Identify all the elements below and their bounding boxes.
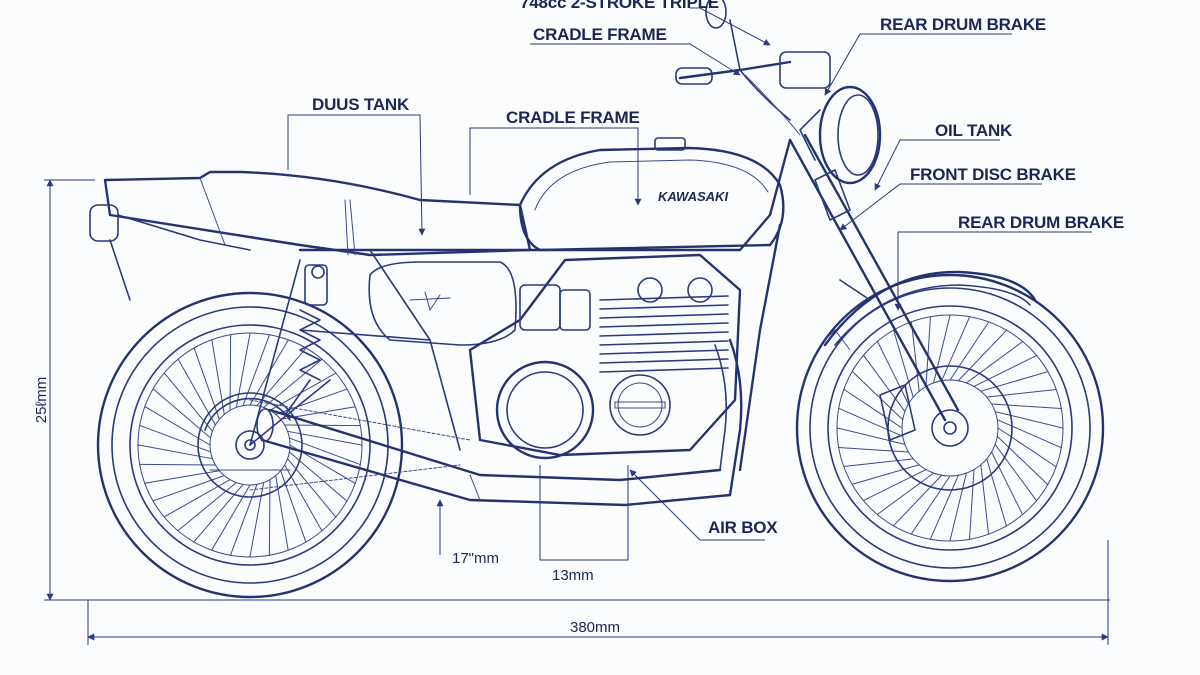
spoke — [139, 463, 216, 466]
spoke — [876, 340, 909, 405]
spoke — [843, 458, 914, 468]
callout-labels: 748cc 2-STROKE TRIPLE CRADLE FRAME REAR … — [312, 0, 1124, 537]
spoke — [949, 321, 990, 381]
spoke — [843, 388, 903, 429]
spoke — [193, 347, 220, 420]
spoke — [263, 358, 323, 408]
engine — [468, 253, 742, 460]
rear-shock — [284, 264, 328, 416]
frame — [249, 138, 792, 472]
spoke — [991, 403, 1062, 409]
dim-overall-length: 380mm — [570, 619, 620, 636]
label-cradle-frame-mid: CRADLE FRAME — [506, 108, 640, 127]
spoke — [994, 443, 1037, 502]
spoke — [137, 444, 213, 460]
spoke — [862, 469, 927, 502]
spoke — [163, 372, 213, 432]
cooling-fin — [599, 313, 729, 319]
spoke — [986, 458, 1007, 527]
dim-height: 25ℓmm — [33, 377, 50, 424]
spoke — [997, 427, 1057, 468]
spoke — [249, 482, 265, 558]
spoke — [996, 435, 1049, 486]
label-cradle-frame-top: CRADLE FRAME — [533, 25, 667, 44]
handlebars-and-mirror — [675, 0, 831, 136]
spoke — [863, 354, 906, 413]
spoke — [949, 472, 967, 542]
spoke — [991, 451, 1024, 516]
spoke — [275, 388, 348, 415]
spoke — [838, 447, 909, 453]
spoke — [152, 475, 225, 502]
spoke — [193, 483, 244, 543]
cooling-fin — [599, 304, 729, 310]
chain — [249, 464, 461, 491]
front-wheel — [795, 273, 1105, 583]
dimension-labels: 25ℓmm 17"mm 13mm 380mm — [33, 377, 620, 636]
spoke — [152, 388, 212, 439]
spoke — [288, 451, 348, 502]
fuel-tank: KAWASAKI — [518, 137, 785, 252]
spoke — [925, 316, 931, 387]
cooling-fin — [599, 349, 729, 355]
label-engine-type: 748cc 2-STROKE TRIPLE — [520, 0, 719, 12]
spoke — [287, 430, 363, 446]
label-rear-drum-brake-top: REAR DRUM BRAKE — [880, 15, 1046, 34]
spoke — [986, 388, 1057, 398]
cooling-fin — [599, 367, 729, 373]
exhaust — [256, 338, 743, 507]
spoke — [973, 354, 1038, 387]
spoke — [229, 334, 232, 411]
cooling-fin — [599, 331, 729, 337]
spoke — [980, 464, 990, 535]
label-rear-drum-brake-right: REAR DRUM BRAKE — [958, 213, 1124, 232]
spoke — [941, 316, 971, 382]
spoke — [256, 347, 307, 407]
spoke — [851, 464, 920, 485]
spoke — [144, 470, 220, 484]
spoke — [280, 470, 307, 543]
dim-exhaust: 17"mm — [452, 550, 499, 567]
spoke — [893, 329, 914, 398]
spoke — [838, 407, 904, 437]
cooling-fin — [599, 340, 729, 346]
spoke — [268, 479, 271, 556]
label-air-box: AIR BOX — [708, 518, 778, 537]
label-duus-tank: DUUS TANK — [312, 95, 410, 114]
cooling-fin — [599, 358, 729, 364]
front-forks — [788, 133, 960, 422]
label-oil-tank: OIL TANK — [935, 121, 1013, 140]
headlight — [799, 85, 882, 185]
seat — [89, 170, 532, 301]
side-cover — [368, 261, 517, 346]
spoke — [211, 339, 225, 415]
label-front-disc-brake: FRONT DISC BRAKE — [910, 165, 1076, 184]
spoke — [994, 411, 1064, 429]
spoke — [996, 419, 1062, 449]
spoke — [980, 371, 1049, 392]
spoke — [275, 475, 289, 551]
spoke — [969, 469, 975, 540]
cooling-fin — [599, 295, 729, 301]
spoke — [235, 332, 251, 408]
spoke — [892, 474, 943, 527]
spoke — [876, 472, 935, 515]
leader-lines — [287, 7, 1092, 541]
spoke — [957, 329, 1008, 382]
brand-logo: KAWASAKI — [658, 189, 728, 204]
spoke — [965, 341, 1024, 384]
dimension-lines — [44, 179, 1110, 645]
spoke — [177, 482, 237, 532]
dim-engine-width: 13mm — [552, 567, 594, 584]
spoke — [287, 458, 337, 518]
cooling-fin — [599, 322, 729, 328]
spoke — [836, 427, 906, 445]
front-fender — [823, 270, 1037, 347]
spoke — [910, 475, 951, 535]
spoke — [929, 474, 959, 540]
spoke — [851, 370, 904, 421]
spoke — [910, 321, 920, 392]
